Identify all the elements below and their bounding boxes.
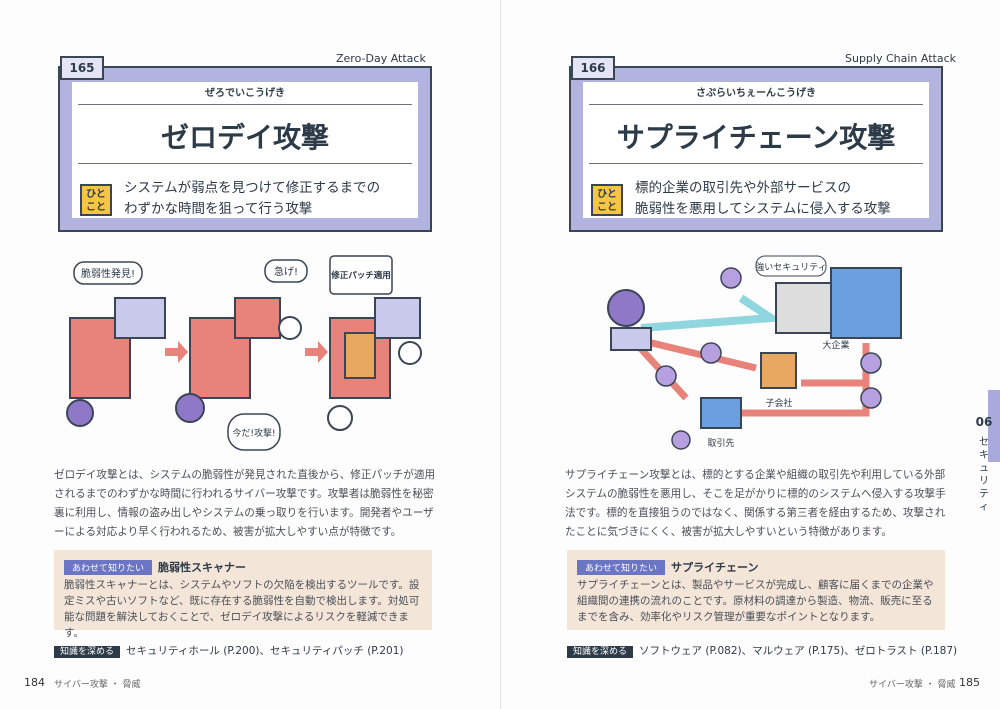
person-icon <box>278 316 422 431</box>
chapter-tab[interactable] <box>988 390 1000 462</box>
body-text: サプライチェーン攻撃とは、標的とする企業や組織の取引先や利用している外部システム… <box>565 469 946 538</box>
divider <box>78 163 412 164</box>
virus-icon <box>655 267 882 450</box>
bubble-text: 急げ! <box>274 265 298 278</box>
english-title: Supply Chain Attack <box>845 52 957 65</box>
partner-building <box>700 397 742 429</box>
hitokoto-badge: ひとこと <box>80 184 112 216</box>
term-number: 165 <box>60 56 104 80</box>
term-title: ゼロデイ攻撃 <box>160 121 329 154</box>
zero-day-illustration: 脆弱性発見! 急げ! 修正パッチ適用 今だ!攻撃! <box>66 255 422 451</box>
chapter-label: セキュリティ <box>979 437 989 513</box>
summary: 標的企業の取引先や外部サービスの脆弱性を悪用してシステムに侵入する攻撃 <box>635 180 891 217</box>
related-text: 脆弱性スキャナーとは、システムやソフトの欠陥を検出するツールです。設定ミスや古い… <box>64 579 420 639</box>
divider <box>78 104 412 105</box>
related-tag: あわせて知りたい <box>577 560 666 575</box>
blocked-arrow <box>640 294 783 332</box>
card-content: ぜろでいこうげき ゼロデイ攻撃 ひとこと システムが弱点を見つけて修正するまでの… <box>58 0 432 240</box>
label-partner: 取引先 <box>707 437 734 449</box>
right-page: Supply Chain Attack 166 さぷらいちぇーんこうげき サプラ… <box>500 0 1000 709</box>
deepen-links: 知識を深めるソフトウェア (P.082)、マルウェア (P.175)、ゼロトラス… <box>567 643 957 658</box>
arrow-icon <box>165 341 328 363</box>
footer-section: サイバー攻撃 ・ 脅威 <box>54 680 141 690</box>
term-number: 166 <box>571 56 615 80</box>
bubble-text: 今だ!攻撃! <box>232 427 275 439</box>
related-box: あわせて知りたいサプライチェーン サプライチェーンとは、製品やサービスが完成し、… <box>567 550 945 630</box>
laptop-icon <box>114 297 421 339</box>
chapter-number: 06 <box>975 415 993 429</box>
related-title: サプライチェーン <box>671 561 759 574</box>
subsidiary-building <box>760 352 797 389</box>
speech-bubble <box>73 255 393 451</box>
body-text: ゼロデイ攻撃とは、システムの脆弱性が発見された直後から、修正パッチが適用されるま… <box>54 469 436 538</box>
bubble-text: 修正パッチ適用 <box>330 270 391 281</box>
page-number: 184 <box>24 676 45 689</box>
laptop-icon <box>610 327 652 351</box>
card-content: さぷらいちぇーんこうげき サプライチェーン攻撃 ひとこと 標的企業の取引先や外部… <box>569 0 943 240</box>
attacker-icon <box>607 289 645 327</box>
related-title: 脆弱性スキャナー <box>158 561 247 574</box>
patch-icon <box>344 332 376 379</box>
wall-icon <box>775 282 832 334</box>
deepen-links: 知識を深めるセキュリティホール (P.200)、セキュリティパッチ (P.201… <box>54 643 403 658</box>
summary: システムが弱点を見つけて修正するまでのわずかな時間を狙って行う攻撃 <box>124 180 381 217</box>
attacker-icon <box>66 393 205 427</box>
page-number: 185 <box>959 676 980 689</box>
hitokoto-badge: ひとこと <box>591 184 623 216</box>
label-subsidiary: 子会社 <box>765 397 792 409</box>
label-large-company: 大企業 <box>822 339 849 351</box>
related-box: あわせて知りたい脆弱性スキャナー 脆弱性スキャナーとは、システムやソフトの欠陥を… <box>54 550 432 639</box>
bubble-text: 脆弱性発見! <box>81 267 135 280</box>
term-reading: ぜろでいこうげき <box>205 88 285 99</box>
left-page: Zero-Day Attack 165 ぜろでいこうげき ゼロデイ攻撃 ひとこと… <box>24 0 436 690</box>
large-company-building <box>830 267 902 339</box>
footer-section: サイバー攻撃 ・ 脅威 <box>869 680 956 690</box>
term-reading: さぷらいちぇーんこうげき <box>696 88 816 99</box>
related-tag: あわせて知りたい <box>64 560 153 575</box>
divider <box>589 163 923 164</box>
english-title: Zero-Day Attack <box>336 52 426 65</box>
bubble-text: 強いセキュリティ <box>755 261 826 273</box>
divider <box>589 104 923 105</box>
term-title: サプライチェーン攻撃 <box>616 121 896 154</box>
supply-chain-illustration: 強いセキュリティ 大企業 子会社 取引先 <box>607 255 902 450</box>
related-text: サプライチェーンとは、製品やサービスが完成し、顧客に届くまでの企業や組織間の連携… <box>577 579 934 623</box>
speech-bubble <box>755 255 827 277</box>
